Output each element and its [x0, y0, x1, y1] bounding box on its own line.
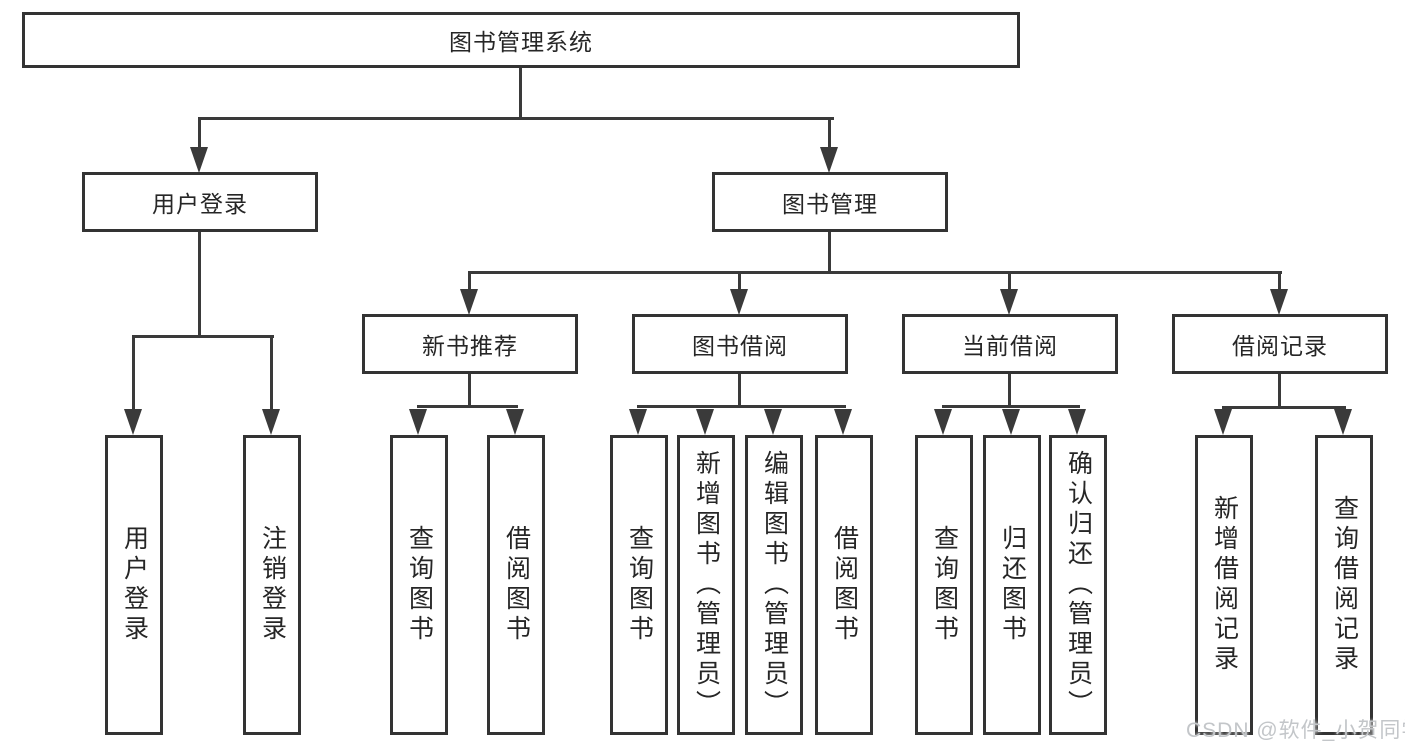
connector-line	[198, 232, 201, 338]
leaf-edit-books-admin: 编辑图书（管理员）	[745, 435, 803, 735]
leaf-label: 用户登录	[120, 525, 149, 645]
node-current-borrow: 当前借阅	[902, 314, 1118, 374]
connector-line	[1008, 272, 1011, 292]
connector-line	[198, 117, 834, 120]
leaf-label: 查询借阅记录	[1330, 495, 1359, 675]
connector-line	[637, 405, 846, 408]
arrowhead-icon	[934, 409, 952, 435]
connector-line	[270, 336, 273, 412]
leaf-borrow-books-newbooks: 借阅图书	[487, 435, 545, 735]
node-new-books: 新书推荐	[362, 314, 578, 374]
arrowhead-icon	[1068, 409, 1086, 435]
connector-line	[828, 118, 831, 150]
arrowhead-icon	[124, 409, 142, 435]
arrowhead-icon	[834, 409, 852, 435]
leaf-label: 归还图书	[998, 525, 1027, 645]
connector-line	[738, 374, 741, 408]
connector-line	[1278, 374, 1281, 409]
connector-line	[1008, 374, 1011, 408]
node-user-login-label: 用户登录	[152, 191, 248, 217]
arrowhead-icon	[764, 409, 782, 435]
node-user-login: 用户登录	[82, 172, 318, 232]
connector-line	[738, 272, 741, 292]
leaf-query-borrow-record: 查询借阅记录	[1315, 435, 1373, 735]
arrowhead-icon	[1002, 409, 1020, 435]
leaf-label: 编辑图书（管理员）	[760, 450, 789, 720]
node-current-borrow-label: 当前借阅	[962, 333, 1058, 359]
node-book-mgmt: 图书管理	[712, 172, 948, 232]
node-book-mgmt-label: 图书管理	[782, 191, 878, 217]
connector-line	[828, 232, 831, 274]
arrowhead-icon	[730, 289, 748, 315]
node-root-label: 图书管理系统	[449, 29, 593, 55]
leaf-label: 注销登录	[258, 525, 287, 645]
arrowhead-icon	[820, 147, 838, 173]
leaf-query-books-current: 查询图书	[915, 435, 973, 735]
node-book-borrow: 图书借阅	[632, 314, 848, 374]
arrowhead-icon	[190, 147, 208, 173]
node-new-books-label: 新书推荐	[422, 333, 518, 359]
leaf-add-borrow-record: 新增借阅记录	[1195, 435, 1253, 735]
leaf-query-books-newbooks: 查询图书	[390, 435, 448, 735]
arrowhead-icon	[1270, 289, 1288, 315]
arrowhead-icon	[1214, 409, 1232, 435]
leaf-label: 新增借阅记录	[1210, 495, 1239, 675]
connector-line	[132, 336, 135, 412]
node-book-borrow-label: 图书借阅	[692, 333, 788, 359]
connector-line	[1278, 272, 1281, 292]
leaf-label: 确认归还（管理员）	[1064, 450, 1093, 720]
csdn-watermark: CSDN @软件_小贺同学	[1186, 719, 1405, 742]
node-borrow-records-label: 借阅记录	[1232, 333, 1328, 359]
connector-line	[942, 405, 1080, 408]
leaf-user-login: 用户登录	[105, 435, 163, 735]
connector-line	[1222, 406, 1346, 409]
arrowhead-icon	[409, 409, 427, 435]
arrowhead-icon	[629, 409, 647, 435]
connector-line	[417, 405, 518, 408]
leaf-logout-login: 注销登录	[243, 435, 301, 735]
leaf-label: 借阅图书	[502, 525, 531, 645]
leaf-label: 查询图书	[625, 525, 654, 645]
arrowhead-icon	[506, 409, 524, 435]
leaf-label: 查询图书	[930, 525, 959, 645]
connector-line	[468, 374, 471, 408]
leaf-return-books: 归还图书	[983, 435, 1041, 735]
leaf-label: 查询图书	[405, 525, 434, 645]
leaf-confirm-return-admin: 确认归还（管理员）	[1049, 435, 1107, 735]
arrowhead-icon	[1334, 409, 1352, 435]
node-root: 图书管理系统	[22, 12, 1020, 68]
leaf-query-books-borrow: 查询图书	[610, 435, 668, 735]
arrowhead-icon	[262, 409, 280, 435]
leaf-borrow-books-borrow: 借阅图书	[815, 435, 873, 735]
arrowhead-icon	[1000, 289, 1018, 315]
arrowhead-icon	[460, 289, 478, 315]
arrowhead-icon	[696, 409, 714, 435]
connector-line	[468, 271, 1282, 274]
connector-line	[132, 335, 274, 338]
leaf-label: 借阅图书	[830, 525, 859, 645]
connector-line	[468, 272, 471, 292]
connector-line	[519, 68, 522, 120]
leaf-add-books-admin: 新增图书（管理员）	[677, 435, 735, 735]
leaf-label: 新增图书（管理员）	[692, 450, 721, 720]
node-borrow-records: 借阅记录	[1172, 314, 1388, 374]
connector-line	[198, 118, 201, 150]
